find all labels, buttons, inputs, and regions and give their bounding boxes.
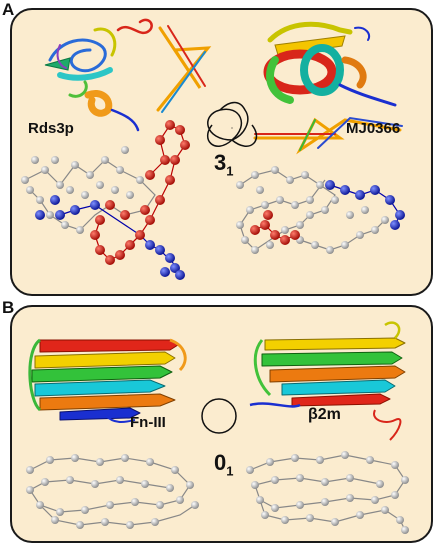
panel-letter-a: A [2,0,15,19]
protein-label-b2m: β2m [308,406,341,423]
mj0366-blue-beads [325,180,405,230]
knot-type-0-1: 01 [214,450,233,478]
unknot-subscript: 1 [226,463,234,479]
knot-type-subscript: 1 [226,163,234,179]
trefoil-knot-icon [206,101,258,147]
fn-iii-ribbon [28,338,187,423]
fn-iii-beads [26,454,199,529]
rds3p-knot-tube [156,25,212,113]
rds3p-bead-chain [24,124,186,266]
mj0366-red-beads [250,210,300,245]
rds3p-red-beads [90,120,190,265]
b2m-bead-chain [249,454,406,531]
b2m-beads [246,451,409,534]
panel-a [10,8,433,296]
rds3p-blue-beads [35,195,185,280]
b2m-ribbon [249,321,406,441]
mj0366-grey-beads [236,166,389,254]
protein-label-rds3p: Rds3p [28,120,74,137]
knot-type-3-1: 31 [214,150,233,178]
knot-type-number: 3 [214,150,227,175]
mj0366-knot-tube [253,116,403,155]
unknot-number: 0 [214,450,227,475]
protein-label-mj0366: MJ0366 [346,120,401,137]
fn-iii-bead-chain [29,457,196,526]
rds3p-grey-beads [21,146,144,234]
rds3p-ribbon [44,18,153,132]
mj0366-ribbon [263,21,397,107]
unknot-icon [201,398,237,434]
protein-label-fn-iii: Fn-III [130,414,166,431]
panel-letter-b: B [2,298,15,317]
